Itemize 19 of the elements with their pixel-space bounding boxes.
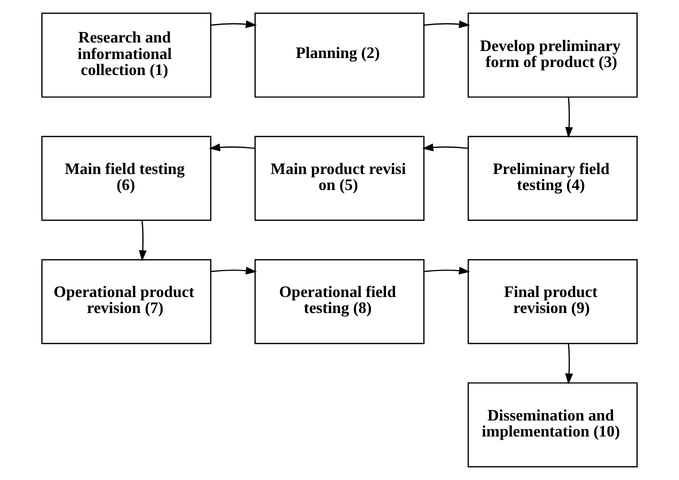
- arrow: [138, 220, 147, 262]
- node-box: Dissemination and implementation (10): [468, 382, 638, 468]
- node-box: Planning (2): [254, 12, 425, 98]
- node-box: Research and informational collection (1): [41, 12, 212, 98]
- arrow: [424, 20, 470, 28]
- arrow: [210, 20, 257, 28]
- arrow: [209, 144, 256, 152]
- arrow: [565, 97, 573, 138]
- arrow: [422, 144, 468, 152]
- node-box: Main field testing (6): [41, 136, 212, 221]
- arrow: [565, 344, 573, 385]
- node-box: Operational field testing (8): [254, 259, 425, 344]
- node-box: Develop preliminary form of product (3): [468, 12, 638, 98]
- arrow: [424, 266, 470, 274]
- node-box: Operational product revision (7): [41, 259, 212, 344]
- node-box: Main product revisi on (5): [254, 136, 425, 221]
- arrow: [210, 266, 257, 274]
- node-box: Preliminary field testing (4): [468, 136, 638, 221]
- node-box: Final product revision (9): [468, 259, 638, 344]
